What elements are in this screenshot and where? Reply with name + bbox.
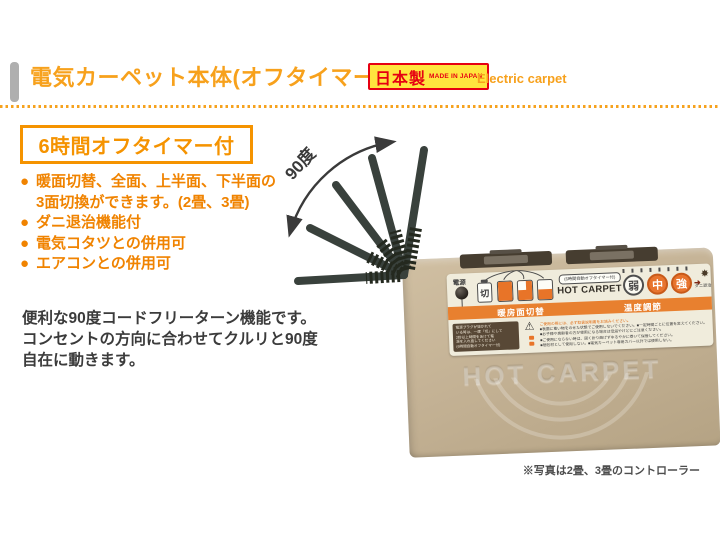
power-button (454, 286, 469, 300)
badge-sub-text: MADE IN JAPAN (429, 73, 483, 80)
cord-boots (365, 226, 422, 284)
temp-mid-button: 中 (646, 273, 669, 296)
page-title: 電気カーペット本体(オフタイマー付) (30, 65, 406, 90)
slider-knob (589, 250, 634, 261)
slider-tab (489, 249, 522, 255)
mite-label: ダニ退治 (694, 282, 712, 289)
warning-square-icon (528, 335, 535, 340)
zone-tab (480, 279, 488, 283)
slider-tab (595, 244, 628, 251)
cord-winder-arcs (442, 370, 685, 453)
slider-knob (483, 254, 529, 265)
photo-caption: ※写真は2畳、3畳のコントローラー (522, 465, 700, 477)
notice-box-dark: 電源プラグが抜かれて いる時は、一度「切」にして 2秒以上時間をあけて電 源を入… (452, 321, 520, 352)
bullet-icon: ● (20, 234, 30, 252)
off-button: 切 (476, 279, 493, 303)
list-item: ● エアコンとの併用可 (20, 254, 320, 275)
brand-label: HOT CARPET (557, 283, 623, 297)
zone-icon-full (496, 280, 514, 303)
cord-fan-diagram (286, 136, 428, 285)
temp-band-label: 温度調節 (623, 301, 663, 314)
made-in-japan-badge: 日本製 MADE IN JAPAN (368, 63, 490, 90)
warning-box: ⚠ ご使用の際には、必ず取扱説明書をお読みください。 ■表面に重い物をのせた状態… (522, 314, 709, 349)
dotted-divider (0, 105, 720, 108)
subtitle-english: Electric carpet (477, 71, 567, 86)
bullet-icon: ● (20, 214, 30, 231)
temp-low-button: 弱 (622, 274, 645, 297)
zone-connector-lines (484, 269, 545, 281)
warning-triangle-icon: ⚠ (524, 320, 535, 334)
slider-switch-zone (459, 249, 553, 269)
control-panel-label: 電源 切 (446, 263, 714, 357)
slider-switch-temp (565, 244, 659, 265)
list-item: ● ダニ退治機能付 (20, 213, 320, 234)
temp-high-button: 強 (670, 272, 693, 295)
feature-bullet-list: ● 暖面切替、全面、上半面、下半面の 3面切換ができます。(2畳、3畳) ● ダ… (20, 172, 320, 275)
bullet-icon: ● (20, 255, 30, 272)
cord-turn-description: 便利な90度コードフリーターン機能です。 コンセントの方向に合わせてクルリと90… (22, 310, 318, 369)
zone-icon-bottom-half (536, 278, 554, 301)
feature-timer-box: 6時間オフタイマー付 (20, 125, 253, 164)
list-item: ● 暖面切替、全面、上半面、下半面の 3面切換ができます。(2畳、3畳) (20, 172, 320, 213)
mite-icon: ✸ (700, 268, 710, 280)
zone-icon-lower-half (516, 279, 534, 302)
bullet-icon: ● (20, 173, 30, 190)
badge-main-text: 日本製 (375, 70, 427, 88)
warning-text-lines: ご使用の際には、必ず取扱説明書をお読みください。 ■表面に重い物をのせた状態でご… (539, 318, 708, 348)
list-item: ● 電気コタツとの併用可 (20, 234, 320, 255)
carpet-controller: 電源 切 (401, 244, 720, 458)
temp-dial-ticks (622, 266, 687, 274)
warning-square-icon (529, 341, 535, 346)
title-accent-bar (10, 62, 19, 102)
angle-arc-arrow (286, 136, 397, 238)
zone-band-label: 暖房面切替 (497, 306, 545, 319)
